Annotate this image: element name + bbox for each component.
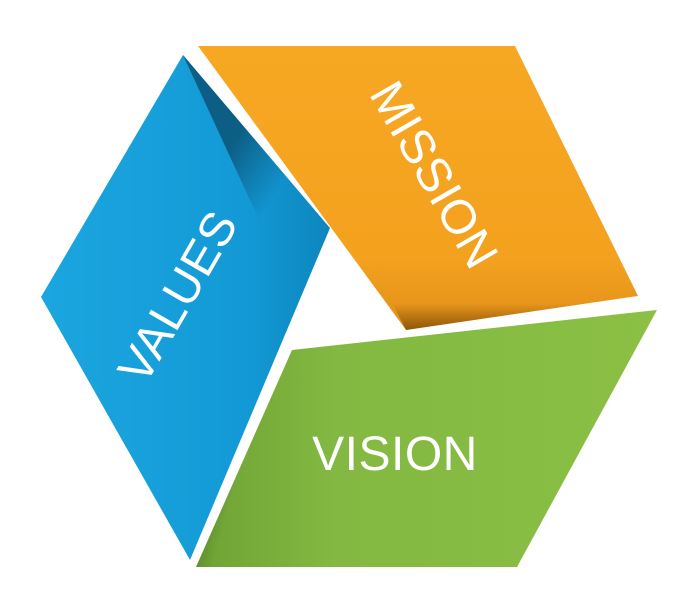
values-panel: VALUES [41, 55, 330, 560]
values-panel-shadow [183, 55, 330, 300]
center-triangle [292, 228, 406, 350]
vision-panel: VISION [196, 310, 657, 567]
vision-label: VISION [312, 428, 478, 481]
vision-panel-shadow [196, 345, 340, 567]
mission-panel: MISSION [198, 46, 638, 330]
mission-panel-shadow [370, 235, 638, 330]
